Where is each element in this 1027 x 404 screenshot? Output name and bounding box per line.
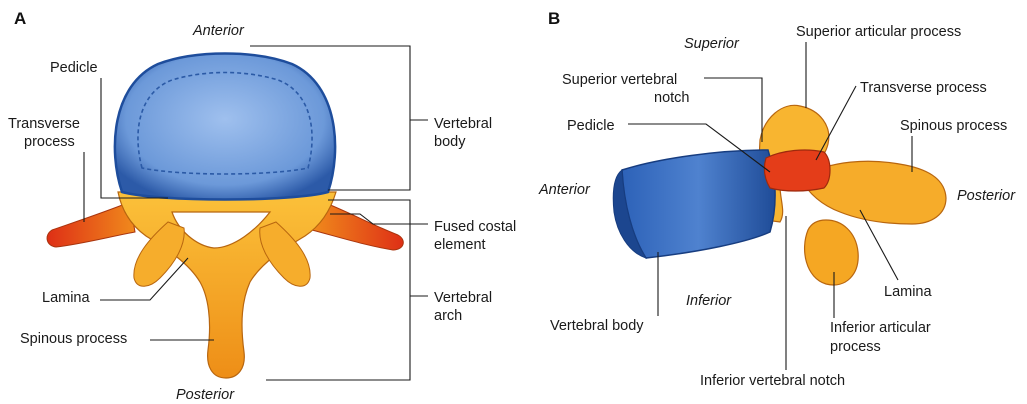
label-inferior: Inferior (686, 293, 732, 309)
label-vertebral-body-b: Vertebral body (550, 318, 644, 334)
label-anterior-b: Anterior (538, 182, 591, 198)
label-pedicle-b: Pedicle (567, 118, 615, 134)
label-sup-articular: Superior articular process (796, 24, 961, 40)
label-posterior-b: Posterior (957, 188, 1016, 204)
label-posterior-a: Posterior (176, 387, 235, 403)
label-pedicle-a: Pedicle (50, 60, 98, 76)
label-varch-1: Vertebral (434, 290, 492, 306)
inferior-articular-lateral (805, 220, 859, 285)
label-spinous-a: Spinous process (20, 331, 127, 347)
left-transverse-process (47, 202, 135, 247)
label-lamina-b: Lamina (884, 284, 932, 300)
label-vbody-2: body (434, 134, 466, 150)
label-superior: Superior (684, 36, 740, 52)
label-inf-articular-1: Inferior articular (830, 320, 931, 336)
label-vbody-1: Vertebral (434, 116, 492, 132)
vertebral-body-disc (115, 54, 335, 200)
label-transverse-a-2: process (24, 134, 75, 150)
transverse-process-lateral (764, 150, 830, 191)
label-transverse-b: Transverse process (860, 80, 987, 96)
label-inf-articular-2: process (830, 339, 881, 355)
label-spinous-b: Spinous process (900, 118, 1007, 134)
panel-b-vertebra (613, 105, 946, 285)
label-transverse-a-1: Transverse (8, 116, 80, 132)
label-fused-2: element (434, 237, 486, 253)
panel-b-letter: B (548, 9, 560, 28)
label-sup-notch-1: Superior vertebral (562, 72, 677, 88)
label-anterior-a: Anterior (192, 23, 245, 39)
label-inf-notch: Inferior vertebral notch (700, 373, 845, 389)
label-fused-1: Fused costal (434, 219, 516, 235)
panel-a-letter: A (14, 9, 26, 28)
label-lamina-a: Lamina (42, 290, 90, 306)
vertebral-body-lateral (622, 150, 775, 258)
label-varch-2: arch (434, 308, 462, 324)
label-sup-notch-2: notch (654, 90, 689, 106)
leader-sup-notch (704, 78, 762, 142)
